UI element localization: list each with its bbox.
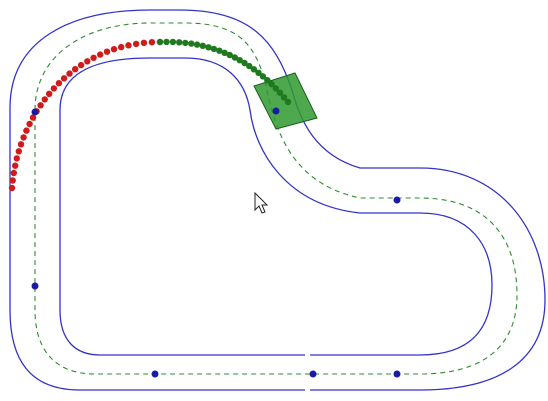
past-trajectory-point [37, 102, 44, 109]
past-trajectory-point [12, 162, 19, 169]
past-trajectory-point [10, 169, 17, 177]
past-trajectory-point [13, 155, 20, 162]
past-trajectory-point [26, 120, 33, 128]
past-trajectory-point [55, 80, 63, 87]
past-trajectory-point [110, 46, 118, 53]
planned-trajectory-point [276, 89, 284, 96]
waypoints [31, 107, 401, 378]
past-trajectory-point [15, 148, 22, 155]
planned-trajectory-point [226, 51, 233, 59]
planned-trajectory-point [268, 81, 275, 88]
planned-trajectory-point [163, 38, 170, 46]
mouse-pointer-icon [254, 191, 269, 214]
past-trajectory-point [17, 141, 25, 148]
waypoint-marker[interactable] [31, 282, 39, 290]
planned-trajectory [156, 38, 292, 106]
past-trajectory-point [8, 184, 16, 192]
past-trajectory-point [41, 96, 48, 103]
past-trajectory-point [60, 75, 68, 82]
past-trajectory-point [66, 70, 73, 77]
past-trajectory-point [140, 39, 148, 46]
planned-trajectory-point [210, 45, 218, 53]
past-trajectory [8, 38, 164, 192]
waypoint-marker[interactable] [272, 107, 280, 115]
planned-trajectory-point [250, 66, 258, 73]
past-trajectory-point [132, 40, 140, 48]
past-trajectory-point [103, 48, 111, 55]
planned-trajectory-point [216, 47, 223, 54]
planned-trajectory-point [193, 41, 201, 48]
past-trajectory-point [23, 127, 30, 134]
planned-trajectory-point [255, 69, 262, 77]
past-trajectory-point [50, 85, 58, 92]
past-trajectory-point [125, 42, 132, 49]
planned-trajectory-point [156, 38, 164, 46]
planned-trajectory-point [264, 77, 271, 84]
past-trajectory-point [46, 90, 53, 98]
past-trajectory-point [97, 51, 104, 58]
outer-track-boundary [9, 9, 546, 391]
past-trajectory-point [118, 43, 125, 51]
waypoint-marker[interactable] [309, 370, 317, 378]
planned-trajectory-point [284, 98, 292, 106]
waypoint-marker[interactable] [31, 108, 39, 116]
planned-trajectory-point [231, 54, 238, 61]
planned-trajectory-point [259, 73, 267, 80]
past-trajectory-point [77, 61, 85, 69]
planned-trajectory-point [199, 42, 206, 49]
past-trajectory-point [20, 134, 27, 141]
planned-trajectory-point [205, 44, 212, 51]
track-centerline [34, 22, 518, 375]
planned-trajectory-point [188, 40, 195, 47]
inner-track-boundary [59, 57, 493, 356]
planned-trajectory-point [241, 59, 248, 67]
waypoint-marker[interactable] [393, 370, 401, 378]
past-trajectory-point [90, 54, 97, 61]
waypoint-marker[interactable] [393, 196, 401, 204]
past-trajectory-point [148, 39, 156, 46]
planned-trajectory-point [182, 39, 189, 47]
planned-trajectory-point [176, 39, 183, 46]
planned-trajectory-point [272, 85, 279, 92]
planned-trajectory-point [236, 57, 243, 64]
start-gap-outer [305, 386, 310, 394]
past-trajectory-point [72, 66, 79, 73]
past-trajectory-point [9, 177, 16, 184]
planned-trajectory-point [280, 94, 288, 101]
past-trajectory-point [84, 58, 91, 65]
start-gap-inner [305, 351, 310, 359]
waypoint-marker[interactable] [151, 370, 159, 378]
past-trajectory-point [29, 114, 37, 121]
planned-trajectory-point [221, 49, 228, 56]
planned-trajectory-point [169, 38, 177, 46]
planned-trajectory-point [246, 62, 253, 70]
